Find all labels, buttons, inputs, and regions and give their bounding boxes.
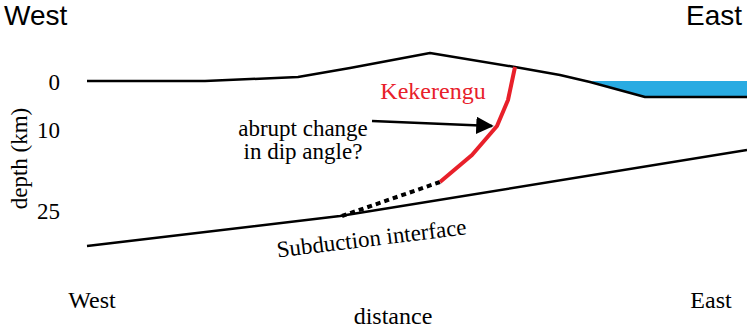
distance-end-label: West (68, 288, 115, 312)
axis-title: depth (km) (9, 107, 32, 209)
compass-label: East (686, 2, 742, 30)
interface-label: Subduction interface (275, 215, 467, 261)
axis-title: distance (354, 304, 433, 328)
fault-extension (342, 182, 440, 216)
depth-tick: 10 (37, 119, 60, 142)
depth-tick: 25 (37, 200, 60, 223)
leader-arrow (372, 121, 492, 126)
annotation: abrupt change in dip angle? (233, 117, 373, 163)
compass-label: West (4, 2, 67, 30)
distance-end-label: East (690, 288, 731, 312)
fault-label: Kekerengu (380, 79, 485, 103)
depth-tick: 0 (49, 71, 61, 94)
